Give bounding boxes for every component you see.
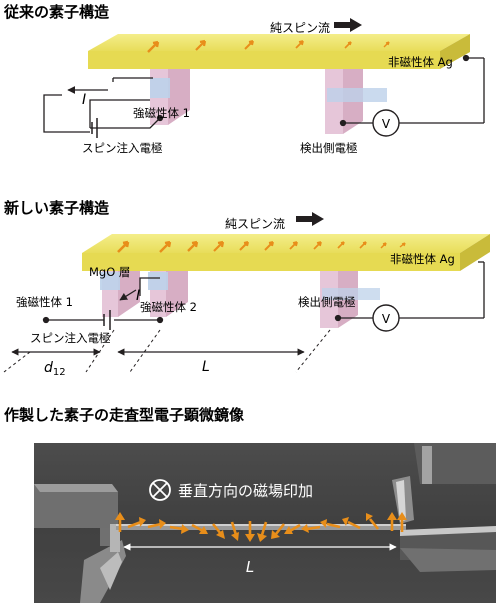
sem-left-electrode	[34, 484, 126, 603]
nonmagnet-label: 非磁性体 Ag	[388, 55, 453, 69]
heading-new: 新しい素子構造	[4, 199, 109, 217]
sem-ag-wire	[116, 524, 406, 530]
pure-spin-current-label: 純スピン流	[270, 21, 330, 35]
d12-label: d12	[44, 360, 66, 378]
section-new: 新しい素子構造 純スピン流	[3, 199, 490, 378]
ferromagnet-1-label-2: 強磁性体 1	[16, 295, 73, 309]
injection-circuit-2	[42, 277, 164, 324]
detection-electrode-label-2: 検出側電極	[298, 295, 356, 309]
battery-1	[91, 118, 98, 138]
voltmeter-label-2: V	[382, 312, 391, 326]
heading-conventional: 従来の素子構造	[3, 3, 109, 21]
ferromagnet-2-label: 強磁性体 2	[140, 300, 197, 314]
voltmeter-label-1: V	[382, 117, 391, 131]
ag-bar-2	[82, 234, 490, 271]
spin-arrows-1	[147, 39, 390, 53]
current-symbol-2: I	[136, 288, 140, 304]
injection-circuit-1	[67, 77, 164, 129]
ferromagnet-1-label: 強磁性体 1	[133, 106, 190, 120]
field-into-page-icon	[149, 479, 171, 501]
spin-current-arrow-2	[296, 212, 324, 226]
injection-electrode-label-2: スピン注入電極	[30, 331, 111, 345]
spin-current-arrow	[334, 18, 362, 32]
L-label-2: L	[202, 359, 210, 375]
pure-spin-current-label-2: 純スピン流	[225, 217, 285, 231]
nonmagnet-label-2: 非磁性体 Ag	[390, 252, 455, 266]
voltmeter-1: V	[372, 109, 400, 137]
mgo-layer-label: MgO 層	[89, 265, 130, 279]
section-conventional: 従来の素子構造 純スピン流	[3, 3, 485, 155]
current-symbol-1: I	[82, 92, 86, 108]
sem-spin-arrows	[115, 512, 407, 542]
injection-electrode-label-1: スピン注入電極	[82, 141, 163, 155]
spin-arrows-2	[117, 240, 406, 253]
battery-2	[103, 310, 111, 330]
detection-circuit-1	[339, 54, 485, 127]
ag-bar-1	[88, 34, 470, 69]
voltmeter-2: V	[372, 304, 400, 332]
detection-circuit-2	[334, 261, 485, 322]
field-label: 垂直方向の磁場印加	[178, 482, 313, 500]
sem-L-label: L	[246, 558, 254, 576]
sem-right-electrode	[392, 443, 496, 572]
detection-electrode-label-1: 検出側電極	[300, 141, 358, 155]
heading-sem: 作製した素子の走査型電子顕微鏡像	[4, 406, 245, 424]
section-sem: 作製した素子の走査型電子顕微鏡像	[4, 406, 496, 603]
